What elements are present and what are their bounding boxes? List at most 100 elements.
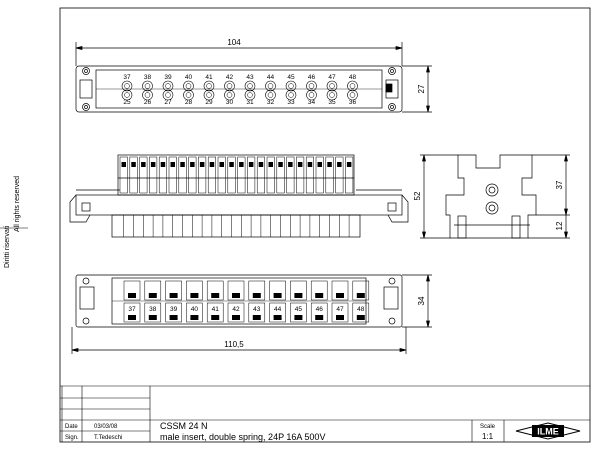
bottom-upper-pin-label: 31 <box>253 293 261 300</box>
terminal-spring <box>252 315 261 320</box>
bottom-upper-pin-label: 30 <box>232 293 240 300</box>
spring-clip <box>180 162 185 167</box>
pin-core <box>124 83 130 89</box>
pin-core <box>124 92 130 98</box>
spring-terminal <box>248 280 266 301</box>
pin-core <box>206 83 212 89</box>
spring-terminal <box>206 280 224 301</box>
spring-terminal <box>123 302 141 323</box>
spring-clip <box>297 162 303 167</box>
pin-core <box>165 92 171 98</box>
pin-core <box>185 83 192 89</box>
top-lower-pin-label: 36 <box>349 99 357 106</box>
pin-core <box>349 92 356 98</box>
top-upper-pin-label: 38 <box>144 74 152 81</box>
pin-core <box>308 92 315 98</box>
spring-clip <box>229 162 234 167</box>
contact-column <box>217 156 226 194</box>
spring-terminal <box>310 302 328 323</box>
contact-column <box>198 156 207 194</box>
bottom-upper-pin-label: 27 <box>170 293 178 300</box>
spring-terminal <box>310 280 328 301</box>
dim-side-lower: 12 <box>555 221 564 230</box>
dim-width-top: 104 <box>227 38 241 47</box>
contact-column <box>256 156 265 194</box>
spring-clip <box>170 162 175 167</box>
terminal-spring <box>148 293 157 298</box>
spring-terminal <box>352 280 370 301</box>
bottom-lower-pin-label: 47 <box>336 306 344 313</box>
top-lower-pin-label: 27 <box>164 99 172 106</box>
pin-contact <box>183 80 194 92</box>
terminal-spring <box>232 293 240 298</box>
sign-value: T.Tedeschi <box>94 435 122 441</box>
pin-contact <box>162 80 174 92</box>
side-view <box>420 154 570 239</box>
front-view <box>69 154 409 238</box>
drawing-frame <box>59 7 591 443</box>
spring-terminal <box>227 302 245 323</box>
scale-label: Scale <box>480 424 496 430</box>
dim-height-bottom: 34 <box>417 296 426 305</box>
terminal-spring <box>128 293 136 298</box>
title-block-grid <box>60 385 590 442</box>
spring-clip <box>317 162 322 167</box>
contact-column <box>207 156 216 194</box>
spring-terminal <box>269 280 286 301</box>
pin-core <box>288 83 294 89</box>
spring-clip <box>219 162 224 167</box>
pin-core <box>144 92 151 98</box>
contact-column <box>129 156 138 194</box>
bottom-lower-pin-label: 37 <box>128 306 136 313</box>
pin-core <box>349 83 356 89</box>
spring-terminal <box>144 280 162 301</box>
terminal-spring <box>273 315 282 320</box>
spring-terminal <box>290 302 307 323</box>
ilme-logo: ILME <box>515 422 581 440</box>
spring-clip <box>278 162 283 167</box>
spring-terminal <box>248 302 266 323</box>
pin-core <box>165 83 171 89</box>
spring-clip <box>307 162 313 167</box>
bottom-upper-pin-label: 26 <box>149 293 157 300</box>
top-lower-pin-label: 31 <box>246 99 254 106</box>
terminal-spring <box>273 293 282 298</box>
pin-contact <box>183 89 194 101</box>
bottom-upper-pin-label: 25 <box>128 293 136 300</box>
spring-terminal <box>186 280 203 301</box>
spring-clip <box>150 162 156 167</box>
spring-clip <box>239 162 244 167</box>
bottom-view <box>71 274 432 354</box>
rights-text-en: All rights reserved <box>14 175 21 232</box>
contact-column <box>178 156 187 194</box>
pin-contact <box>142 80 153 92</box>
contact-column <box>266 156 275 194</box>
spring-clip <box>288 162 293 167</box>
sign-label: Sign. <box>65 435 79 441</box>
top-lower-pin-label: 28 <box>185 99 193 106</box>
pin-contact <box>306 80 317 92</box>
pin-core <box>226 83 233 89</box>
top-lower-pin-label: 29 <box>205 99 213 106</box>
bottom-upper-pin-label: 32 <box>274 293 282 300</box>
contact-column <box>315 156 324 194</box>
terminal-spring <box>148 315 157 320</box>
pin-contact <box>224 80 235 92</box>
pin-core <box>247 83 253 89</box>
bottom-upper-pin-label: 34 <box>316 293 324 300</box>
pin-contact <box>326 80 338 92</box>
pin-contact <box>203 80 215 92</box>
date-value: 03/03/08 <box>94 424 118 430</box>
contact-column <box>237 156 246 194</box>
contact-column <box>119 156 128 194</box>
spring-clip <box>199 162 205 167</box>
pin-core <box>226 92 233 98</box>
pin-contact <box>285 80 297 92</box>
top-lower-pin-label: 35 <box>328 99 336 106</box>
top-upper-pin-label: 47 <box>328 74 336 81</box>
terminal-spring <box>169 293 178 298</box>
bottom-lower-pin-label: 41 <box>212 306 220 313</box>
spring-terminal <box>331 302 349 323</box>
spring-clip <box>209 162 215 167</box>
